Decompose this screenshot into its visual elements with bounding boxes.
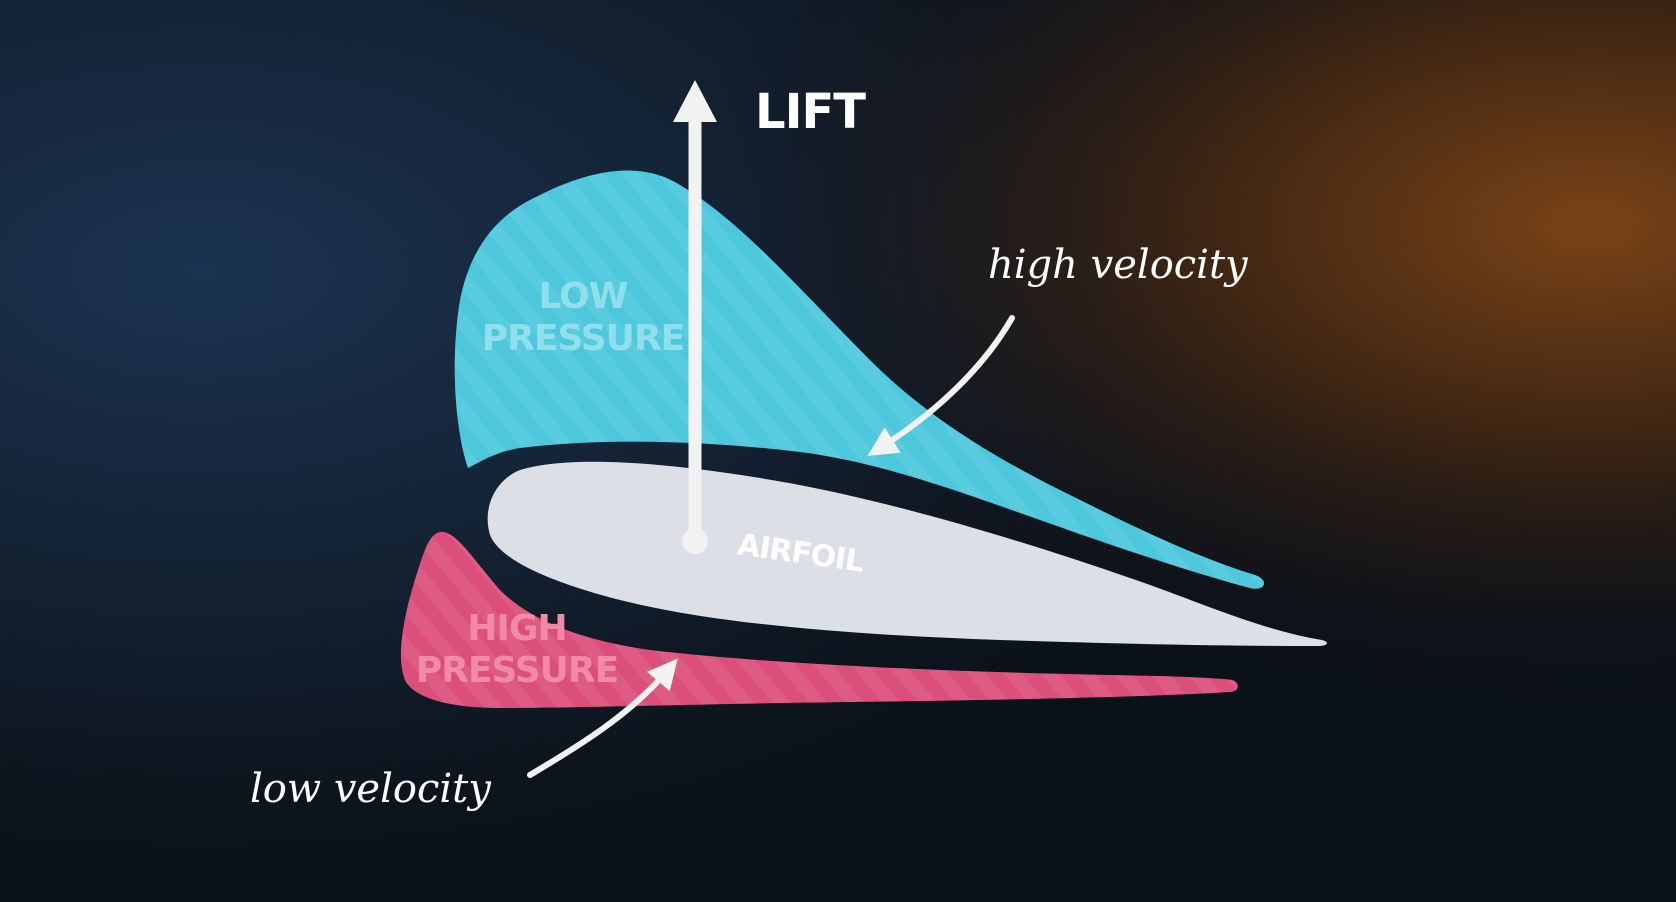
lift-arrow [673,80,717,554]
low-velocity-pointer-arrow [527,658,678,778]
high-velocity-label: high velocity [988,242,1249,288]
low-pressure-label-line1: LOW [539,276,628,317]
low-velocity-label: low velocity [250,766,492,812]
high-pressure-label-line2: PRESSURE [416,650,618,691]
high-pressure-label-line1: HIGH [467,608,566,649]
low-pressure-label-line2: PRESSURE [482,318,684,359]
lift-label: LIFT [755,84,866,140]
low-pressure-region [454,170,1265,589]
high-velocity-pointer-arrow [867,315,1015,457]
high-pressure-region [400,531,1238,708]
